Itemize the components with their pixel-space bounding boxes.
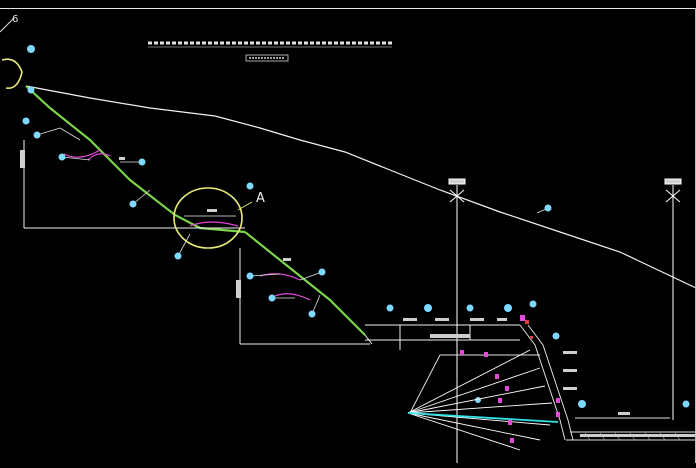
callout-bubble-icon xyxy=(22,117,30,125)
retaining-wall xyxy=(409,324,696,441)
callout-bubble-icon xyxy=(246,182,254,190)
corner-mark-label: 6 xyxy=(12,14,18,25)
upper-anchors xyxy=(63,149,311,301)
section-cut-icon xyxy=(664,178,682,185)
natural-ground-line xyxy=(25,85,696,289)
callout-bubble-icon xyxy=(246,272,254,280)
callout-leaders xyxy=(36,127,549,315)
callout-bubble-icon xyxy=(129,200,137,208)
vertical-dimensions xyxy=(20,150,241,298)
top-detail-circle xyxy=(1,58,23,89)
detail-circle-a: A xyxy=(173,187,265,249)
callout-bubble-icon xyxy=(318,268,326,276)
slope-face xyxy=(25,85,366,336)
callout-bubble-icon xyxy=(138,158,146,166)
callout-bubble-icon xyxy=(308,310,316,318)
cyan-anchor-line xyxy=(407,412,559,423)
corner-mark: 6 xyxy=(0,14,18,33)
callout-bubble-icon xyxy=(58,153,66,161)
drawing-scale-label xyxy=(245,54,289,62)
callout-bubble-icon xyxy=(27,45,35,53)
section-cut-icon xyxy=(448,178,466,185)
callout-bubble-icon xyxy=(33,131,41,139)
callout-bubble-icon xyxy=(682,400,690,408)
lower-anchor-heads xyxy=(460,315,560,443)
callout-bubble-icon xyxy=(529,300,537,308)
drawing-title xyxy=(148,41,392,62)
callout-bubble-icon xyxy=(386,304,394,312)
callout-bubble-icon xyxy=(174,252,182,260)
callout-bubble-icon xyxy=(544,204,552,212)
callout-bubbles xyxy=(22,45,690,408)
red-marks xyxy=(525,320,533,339)
callout-bubble-icon xyxy=(268,294,276,302)
callout-bubble-icon xyxy=(466,304,474,312)
callout-bubble-icon xyxy=(578,400,586,408)
detail-tag-label: A xyxy=(256,191,265,206)
callout-bubble-icon xyxy=(424,304,432,312)
drawing-border-top xyxy=(0,8,696,9)
callout-bubble-icon xyxy=(504,304,512,312)
bottom-slab-hatch xyxy=(584,432,681,441)
anchor-fan xyxy=(407,349,553,451)
callout-bubble-icon xyxy=(27,86,35,94)
callout-bubble-icon xyxy=(552,332,560,340)
wall-dimension-labels xyxy=(119,157,696,437)
